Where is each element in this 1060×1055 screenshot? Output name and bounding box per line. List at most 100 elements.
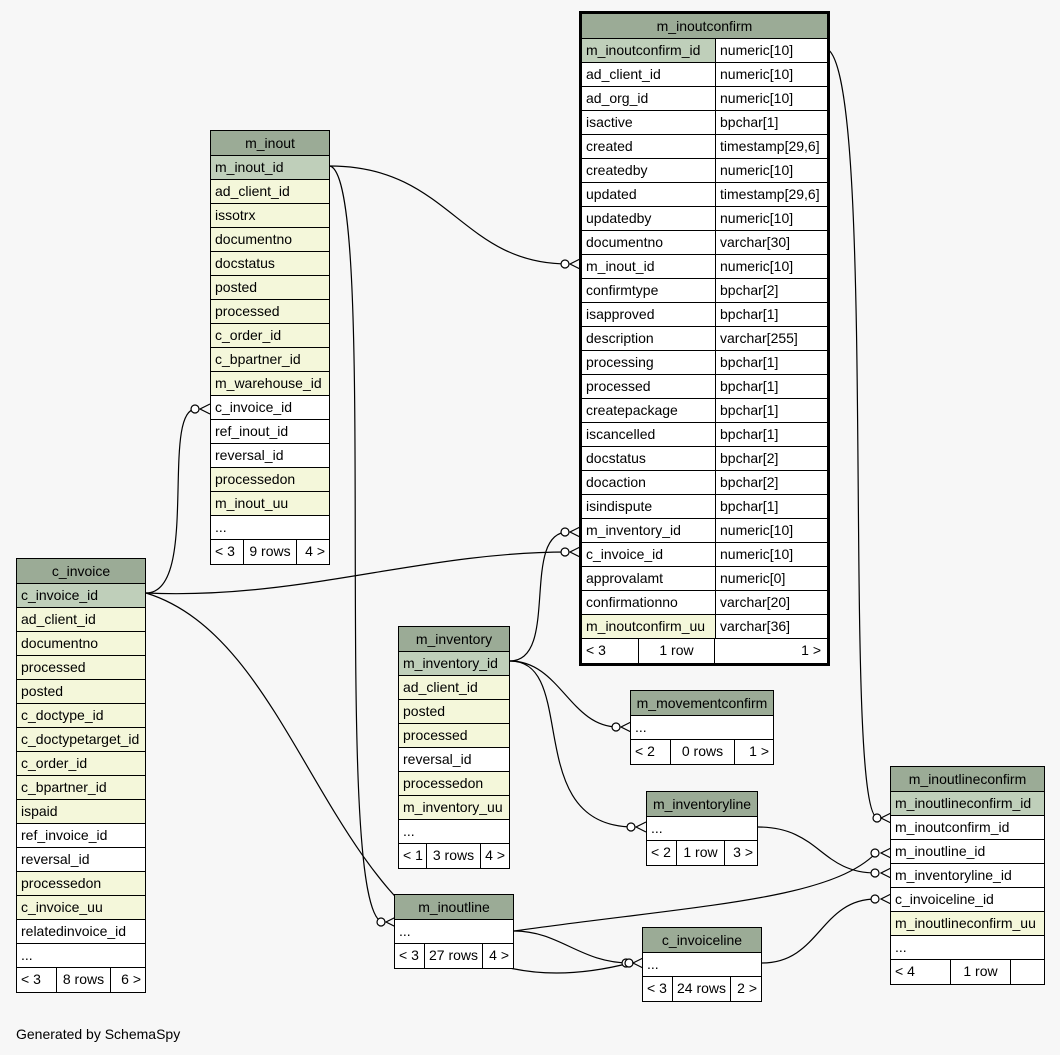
- table-title[interactable]: m_inventory: [399, 627, 509, 652]
- parents-count[interactable]: < 4: [891, 960, 951, 984]
- column-row[interactable]: processedon: [17, 872, 145, 896]
- table-title[interactable]: m_inoutconfirm: [582, 14, 827, 39]
- column-row[interactable]: ...: [643, 953, 761, 977]
- table-title[interactable]: m_inoutlineconfirm: [891, 767, 1044, 792]
- column-row[interactable]: documentno: [17, 632, 145, 656]
- table-title[interactable]: m_movementconfirm: [631, 691, 773, 716]
- children-count[interactable]: 2 >: [737, 980, 757, 996]
- column-row[interactable]: m_inoutconfirm_id: [891, 816, 1044, 840]
- column-row[interactable]: ispaid: [17, 800, 145, 824]
- column-row[interactable]: processed: [17, 656, 145, 680]
- column-row[interactable]: ad_client_id: [211, 180, 329, 204]
- column-row[interactable]: ...: [399, 820, 509, 844]
- column-row[interactable]: m_inventoryline_id: [891, 864, 1044, 888]
- column-row[interactable]: ...: [395, 920, 513, 944]
- column-row[interactable]: c_invoice_uu: [17, 896, 145, 920]
- column-row[interactable]: processedon: [399, 772, 509, 796]
- parents-count[interactable]: < 2: [647, 841, 677, 865]
- column-row[interactable]: m_warehouse_id: [211, 372, 329, 396]
- children-count[interactable]: 6 >: [121, 971, 141, 987]
- column-row[interactable]: processedon: [211, 468, 329, 492]
- column-row[interactable]: relatedinvoice_id: [17, 920, 145, 944]
- column-row[interactable]: m_inoutline_id: [891, 840, 1044, 864]
- children-count[interactable]: 4 >: [305, 543, 325, 559]
- column-row[interactable]: ...: [631, 716, 773, 740]
- column-row[interactable]: reversal_id: [17, 848, 145, 872]
- table-title[interactable]: m_inventoryline: [647, 792, 757, 817]
- column-row[interactable]: reversal_id: [211, 444, 329, 468]
- column-row[interactable]: docstatus: [211, 252, 329, 276]
- column-row[interactable]: posted: [17, 680, 145, 704]
- parents-count[interactable]: < 3: [211, 540, 244, 564]
- column-row[interactable]: m_inout_id: [211, 156, 329, 180]
- column-row[interactable]: c_invoiceline_id: [891, 888, 1044, 912]
- column-row[interactable]: processed: [211, 300, 329, 324]
- column-row[interactable]: c_order_id: [17, 752, 145, 776]
- column-row[interactable]: c_doctype_id: [17, 704, 145, 728]
- column-row[interactable]: c_invoice_id: [17, 584, 145, 608]
- parents-count[interactable]: < 3: [643, 977, 673, 1001]
- children-count[interactable]: 4 >: [489, 947, 509, 963]
- column-row[interactable]: m_inventory_id: [399, 652, 509, 676]
- column-row[interactable]: ...: [17, 944, 145, 968]
- table-title[interactable]: m_inoutline: [395, 895, 513, 920]
- parents-count[interactable]: < 2: [631, 740, 671, 764]
- column-row[interactable]: posted: [211, 276, 329, 300]
- column-row[interactable]: ...: [211, 516, 329, 540]
- column-row[interactable]: c_bpartner_id: [211, 348, 329, 372]
- column-row[interactable]: ad_client_id: [399, 676, 509, 700]
- column-row[interactable]: ...: [647, 817, 757, 841]
- column-row[interactable]: issotrx: [211, 204, 329, 228]
- column-row[interactable]: m_inout_uu: [211, 492, 329, 516]
- column-row[interactable]: c_invoice_id: [211, 396, 329, 420]
- column-row[interactable]: m_inoutlineconfirm_uu: [891, 912, 1044, 936]
- column-row[interactable]: documentno: [211, 228, 329, 252]
- children-count[interactable]: 1 >: [801, 642, 821, 658]
- table-title[interactable]: m_inout: [211, 131, 329, 156]
- column-row[interactable]: m_inoutlineconfirm_id: [891, 792, 1044, 816]
- parents-count[interactable]: < 1: [399, 844, 427, 868]
- column-row[interactable]: reversal_id: [399, 748, 509, 772]
- parents-count[interactable]: < 3: [395, 944, 425, 968]
- children-count[interactable]: 3 >: [733, 844, 753, 860]
- column-row[interactable]: ad_client_id: [17, 608, 145, 632]
- children-count[interactable]: [1011, 960, 1044, 984]
- column-row[interactable]: processed: [399, 724, 509, 748]
- column-row[interactable]: m_inventory_uu: [399, 796, 509, 820]
- table-title[interactable]: c_invoiceline: [643, 928, 761, 953]
- table-title[interactable]: c_invoice: [17, 559, 145, 584]
- children-count[interactable]: 1 >: [749, 743, 769, 759]
- parents-count[interactable]: < 3: [17, 968, 57, 992]
